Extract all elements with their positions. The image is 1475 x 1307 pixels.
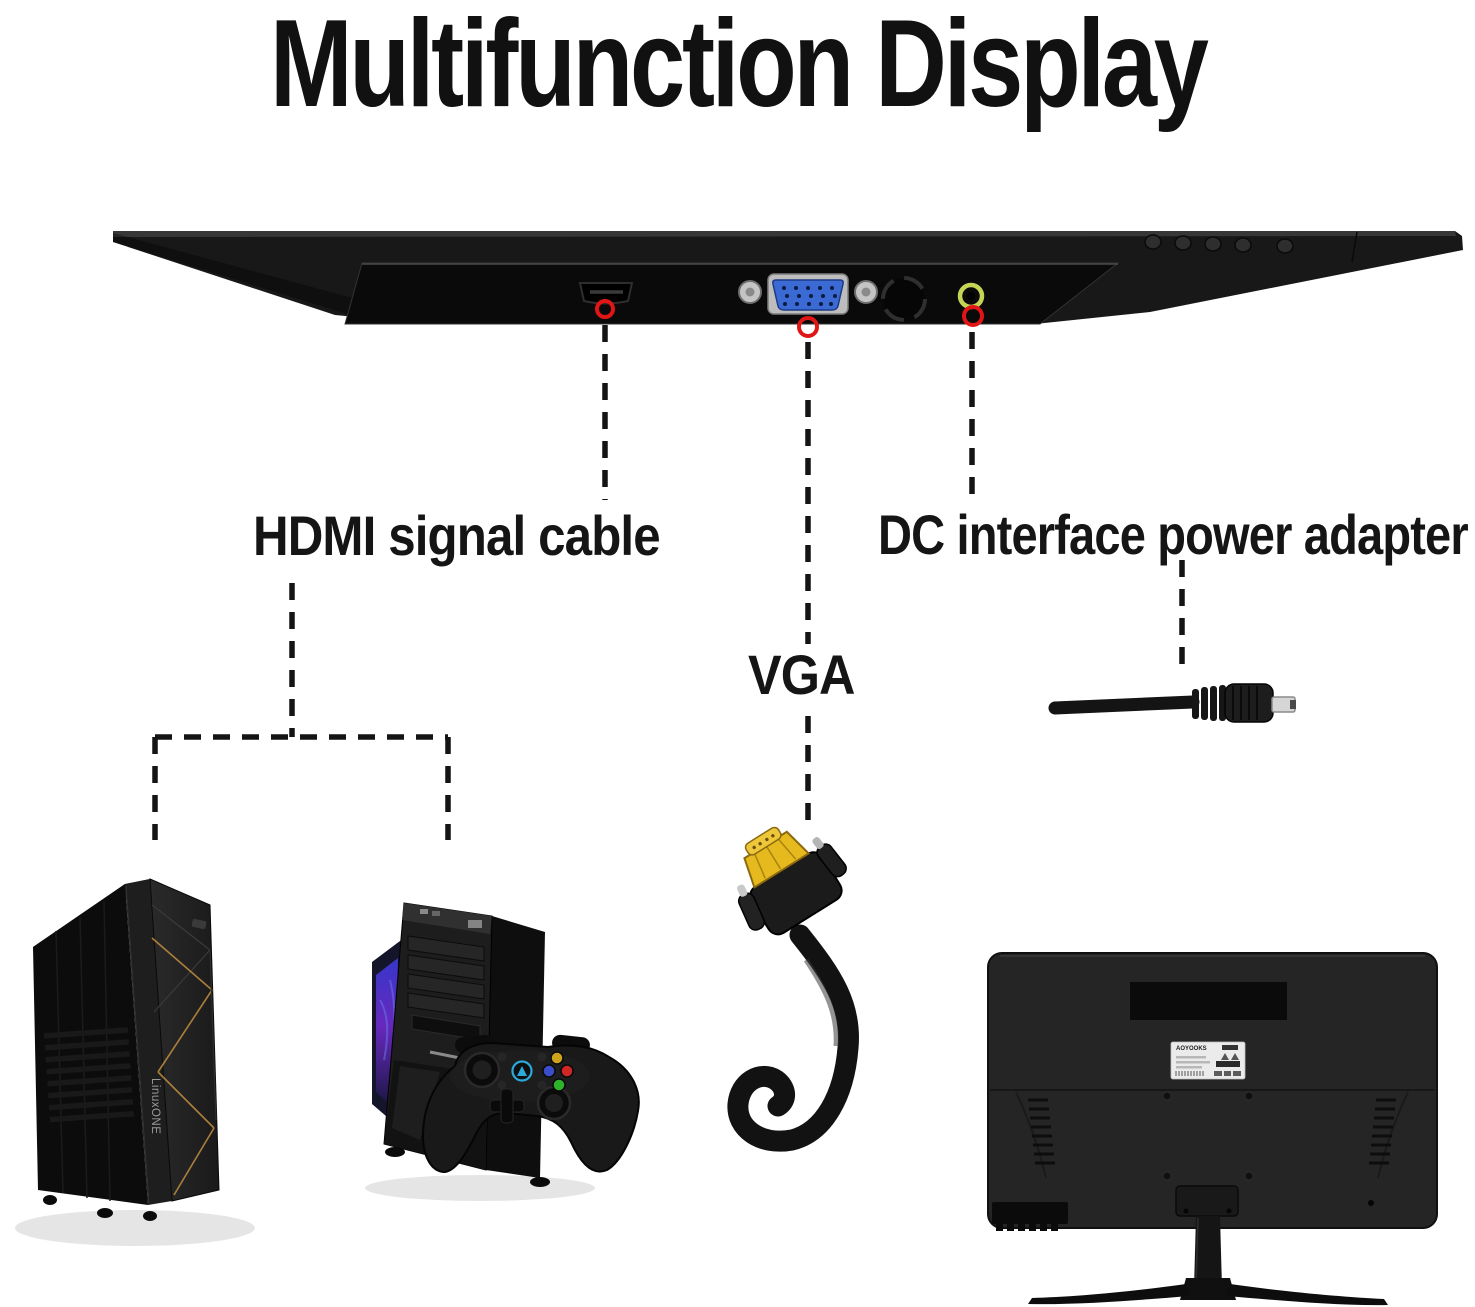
gamepad xyxy=(421,1034,640,1174)
monitor-rear: AOYOOKS xyxy=(987,952,1438,1306)
osd-button xyxy=(1144,234,1162,250)
label-warning-icons xyxy=(1221,1053,1239,1060)
server-front-facets xyxy=(151,904,217,1196)
hdmi-branch-lines xyxy=(152,583,451,840)
gaming-mesh-bays xyxy=(407,935,485,1019)
monitor-bottom-edge xyxy=(113,231,1463,338)
dc-port-marker xyxy=(962,305,984,327)
label-cert-icons xyxy=(1214,1071,1241,1076)
osd-button xyxy=(1174,235,1192,251)
dc-plug-hole xyxy=(1290,700,1296,709)
dc-callout-label: DC interface power adapter xyxy=(878,503,1469,566)
face-button-blue xyxy=(542,1064,556,1078)
label-black-box xyxy=(1216,1061,1240,1067)
monitor-port-teeth xyxy=(996,1224,1058,1231)
gaming-top-controls xyxy=(420,909,482,928)
vga-cable-highlight xyxy=(803,958,839,1047)
monitor-label-sticker: AOYOOKS xyxy=(1170,1041,1246,1080)
osd-buttons xyxy=(1144,234,1294,254)
dc-power-cable xyxy=(1048,683,1296,723)
server-emblem xyxy=(191,919,207,929)
stand-hub xyxy=(1180,1278,1236,1300)
gamepad-menu-buttons xyxy=(497,1052,547,1090)
label-barcode xyxy=(1175,1071,1204,1076)
vga-cable xyxy=(727,826,859,1152)
gaming-tower-shadow xyxy=(365,1175,595,1201)
stand-leg-right xyxy=(1226,1284,1388,1306)
vga-screw-hole-left xyxy=(745,287,755,297)
port-recess-panel xyxy=(344,262,1120,325)
monitor-label-brand: AOYOOKS xyxy=(1176,1046,1207,1052)
monitor-vent-right xyxy=(1369,1098,1396,1165)
vga-dsub-face xyxy=(772,279,844,311)
server-tower-shadow xyxy=(15,1210,255,1246)
stand-screw-right xyxy=(1226,1208,1232,1214)
gamepad-dpad xyxy=(489,1088,525,1124)
vga-connector-pins xyxy=(752,834,775,850)
server-tower: LinuxONE xyxy=(15,878,255,1246)
stand-neck xyxy=(1194,1216,1222,1288)
osd-button xyxy=(1204,236,1222,252)
gamepad-left-stick-cap xyxy=(472,1060,492,1080)
gamepad-face-buttons xyxy=(542,1051,574,1092)
ibm-logo-stripes xyxy=(43,1027,134,1123)
vga-port-marker xyxy=(797,316,819,338)
vesa-screws xyxy=(1162,1091,1254,1181)
vga-callout-label: VGA xyxy=(748,643,855,706)
callout-lines xyxy=(152,325,1185,840)
monitor-kensington-hole xyxy=(1368,1200,1374,1206)
gaming-feet xyxy=(385,1147,550,1187)
bezel-seam xyxy=(1351,231,1358,263)
osd-button xyxy=(1276,238,1294,254)
linuxone-text: LinuxONE xyxy=(149,1078,161,1134)
dc-power-jack xyxy=(957,282,985,310)
gaming-gloss-highlight xyxy=(392,1066,440,1140)
monitor-rear-dark-panel xyxy=(1130,982,1287,1020)
face-button-green xyxy=(552,1078,566,1092)
server-strip-edge xyxy=(125,885,150,1204)
gamepad-right-stick-cap xyxy=(545,1094,563,1112)
vga-cable-wire xyxy=(727,924,859,1152)
vga-connector-gold-shell xyxy=(743,830,811,889)
hdmi-port-marker xyxy=(595,299,615,319)
stand-leg-left xyxy=(1028,1284,1190,1305)
server-front-strip xyxy=(125,879,172,1205)
vga-thumbscrew-left xyxy=(737,884,766,931)
dc-barrel-ridges xyxy=(1232,686,1258,720)
monitor-vent-left xyxy=(1028,1098,1055,1165)
vga-pin-holes xyxy=(782,286,837,306)
page-title: Multifunction Display xyxy=(0,2,1475,126)
gamepad-home-glyph xyxy=(517,1066,527,1076)
server-feet xyxy=(43,1195,157,1221)
vga-gold-ridges xyxy=(754,838,797,879)
label-info-lines xyxy=(1176,1056,1210,1069)
dc-cable-wire xyxy=(1048,695,1200,715)
vga-connector xyxy=(737,826,847,936)
vga-screw-hole-right xyxy=(861,287,871,297)
face-button-red xyxy=(560,1064,574,1078)
monitor-edge-top-highlight xyxy=(113,231,1456,237)
port-markers xyxy=(595,299,984,338)
monitor-edge-left-facet xyxy=(113,233,430,324)
page-title-text: Multifunction Display xyxy=(269,0,1209,133)
vga-port xyxy=(738,273,878,315)
vga-thumbscrew-right xyxy=(812,837,847,878)
label-logo-block xyxy=(1222,1045,1238,1050)
osd-button xyxy=(1234,237,1252,253)
stand-neck-highlight xyxy=(1195,1217,1199,1287)
hdmi-callout-label: HDMI signal cable xyxy=(253,504,661,567)
dc-cable-strain-relief xyxy=(1192,685,1226,721)
power-button xyxy=(881,276,927,322)
face-button-yellow xyxy=(550,1051,564,1065)
monitor-port-strip xyxy=(992,1202,1068,1224)
stand-screw-left xyxy=(1183,1208,1189,1214)
